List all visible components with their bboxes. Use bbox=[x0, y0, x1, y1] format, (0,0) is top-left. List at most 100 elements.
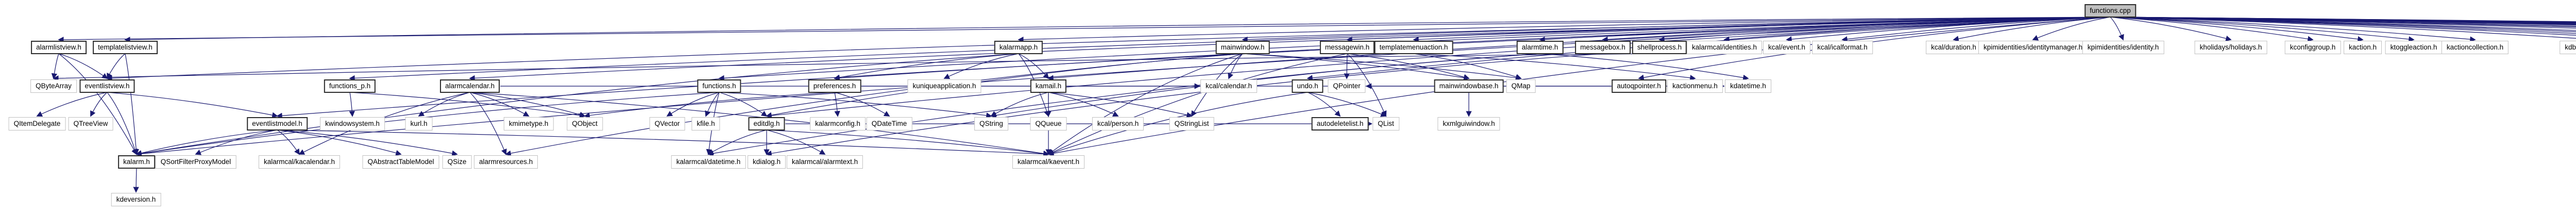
node-preferences-h[interactable]: preferences.h bbox=[808, 79, 861, 93]
include-edge bbox=[666, 92, 720, 117]
node-mainwindow-h[interactable]: mainwindow.h bbox=[1215, 41, 1270, 54]
include-edge bbox=[277, 129, 1049, 157]
node-undo-h[interactable]: undo.h bbox=[1292, 79, 1324, 93]
node-kconfiggroup-h: kconfiggroup.h bbox=[2284, 41, 2341, 54]
node-kcal-person-h: kcal/person.h bbox=[1092, 117, 1144, 131]
include-edge bbox=[1047, 53, 1243, 155]
node-autodeletelist-h[interactable]: autodeletelist.h bbox=[1311, 117, 1369, 131]
node-kactioncollection-h: kactioncollection.h bbox=[2441, 41, 2509, 54]
node-kalarm-h[interactable]: kalarm.h bbox=[118, 155, 155, 169]
node-kalarmcal-kacalendar-h: kalarmcal/kacalendar.h bbox=[258, 155, 341, 169]
include-edge bbox=[1347, 53, 1387, 117]
node-qlist: QList bbox=[1372, 117, 1399, 131]
include-edge bbox=[135, 17, 2111, 157]
include-edge bbox=[107, 53, 126, 79]
include-edge bbox=[719, 92, 768, 117]
include-edge bbox=[1018, 53, 1049, 79]
include-edge bbox=[277, 129, 402, 156]
include-edge bbox=[834, 92, 840, 117]
node-qqueue: QQueue bbox=[1030, 117, 1067, 131]
node-kalarmcal-identities-h: kalarmcal/identities.h bbox=[1686, 41, 1762, 54]
include-edge bbox=[2110, 17, 2364, 42]
include-edge bbox=[58, 53, 108, 79]
include-edge bbox=[1347, 53, 1470, 80]
include-edge bbox=[834, 53, 1019, 80]
node-qbytearray: QByteArray bbox=[30, 79, 77, 93]
node-eventlistview-h[interactable]: eventlistview.h bbox=[79, 79, 135, 93]
include-edge bbox=[349, 92, 355, 117]
node-kuniqueapplication-h: kuniqueapplication.h bbox=[907, 79, 981, 93]
node-templatelistview-h[interactable]: templatelistview.h bbox=[93, 41, 158, 54]
root-node-functions-cpp: functions.cpp bbox=[2084, 4, 2136, 18]
include-edge bbox=[276, 17, 2111, 119]
include-edge bbox=[766, 17, 2111, 119]
node-kactionmenu-h: kactionmenu.h bbox=[1667, 79, 1723, 93]
node-functions-h[interactable]: functions.h bbox=[697, 79, 741, 93]
node-functions-p-h[interactable]: functions_p.h bbox=[324, 79, 376, 93]
include-edge bbox=[277, 129, 458, 156]
node-qmap: QMap bbox=[1506, 79, 1536, 93]
include-edge bbox=[125, 53, 139, 155]
node-kcal-icalformat-h: kcal/icalformat.h bbox=[1812, 41, 1873, 54]
include-edge bbox=[584, 92, 835, 119]
node-qstring: QString bbox=[974, 117, 1008, 131]
include-edge bbox=[124, 17, 2111, 43]
node-autoqpointer-h[interactable]: autoqpointer.h bbox=[1612, 79, 1666, 93]
node-kfile-h: kfile.h bbox=[691, 117, 720, 131]
node-kcal-duration-h: kcal/duration.h bbox=[1926, 41, 1981, 54]
include-edge bbox=[349, 92, 586, 119]
include-edge bbox=[1307, 92, 1387, 117]
node-kpimidentities-identity-h: kpimidentities/identity.h bbox=[2082, 41, 2164, 54]
node-shellprocess-h[interactable]: shellprocess.h bbox=[1632, 41, 1687, 54]
node-qtreeview: QTreeView bbox=[68, 117, 113, 131]
node-templatemenuaction-h[interactable]: templatemenuaction.h bbox=[1374, 41, 1453, 54]
node-alarmtime-h[interactable]: alarmtime.h bbox=[1516, 41, 1564, 54]
node-qobject: QObject bbox=[567, 117, 603, 131]
node-kdatetime-h: kdatetime.h bbox=[1725, 79, 1771, 93]
node-kalarmapp-h[interactable]: kalarmapp.h bbox=[994, 41, 1043, 54]
include-edge bbox=[1413, 53, 1522, 80]
include-edge bbox=[990, 92, 1049, 117]
node-qdatetime: QDateTime bbox=[866, 117, 912, 131]
include-edge bbox=[707, 53, 1540, 157]
include-edge bbox=[1242, 53, 1522, 81]
node-mainwindowbase-h[interactable]: mainwindowbase.h bbox=[1434, 79, 1504, 93]
node-alarmresources-h: alarmresources.h bbox=[473, 155, 538, 169]
node-messagewin-h[interactable]: messagewin.h bbox=[1319, 41, 1375, 54]
include-edge bbox=[2110, 17, 2415, 42]
include-edge bbox=[707, 129, 767, 155]
include-edge bbox=[2110, 17, 2576, 22]
node-kalarmcal-datetime-h: kalarmcal/datetime.h bbox=[671, 155, 746, 169]
node-qsortfilterproxymodel: QSortFilterProxyModel bbox=[155, 155, 236, 169]
include-edge bbox=[2110, 17, 2232, 42]
node-kalarmcal-alarmtext-h: kalarmcal/alarmtext.h bbox=[786, 155, 863, 169]
include-edge bbox=[469, 92, 530, 117]
include-edge bbox=[53, 53, 1660, 81]
node-alarmcalendar-h[interactable]: alarmcalendar.h bbox=[439, 79, 500, 93]
include-edge bbox=[1307, 92, 1341, 117]
node-qpointer: QPointer bbox=[1328, 79, 1366, 93]
node-kcal-event-h: kcal/event.h bbox=[1762, 41, 1811, 54]
include-edge bbox=[766, 129, 826, 155]
include-edge bbox=[2110, 17, 2314, 42]
node-kpimidentities-identitymanager-h: kpimidentities/identitymanager.h bbox=[1978, 41, 2088, 54]
include-edge bbox=[2110, 17, 2476, 42]
node-editdlg-h[interactable]: editdlg.h bbox=[748, 117, 785, 131]
node-eventlistmodel-h[interactable]: eventlistmodel.h bbox=[247, 117, 308, 131]
include-edge bbox=[2032, 17, 2111, 41]
include-edge bbox=[135, 53, 1019, 157]
include-edge bbox=[469, 92, 507, 155]
include-edge bbox=[1539, 53, 1749, 81]
node-kaction-h: kaction.h bbox=[2343, 41, 2382, 54]
node-qstringlist: QStringList bbox=[1169, 117, 1214, 131]
node-qvector: QVector bbox=[649, 117, 685, 131]
node-kalarmcal-kaevent-h: kalarmcal/kaevent.h bbox=[1012, 155, 1085, 169]
node-kamail-h[interactable]: kamail.h bbox=[1030, 79, 1067, 93]
include-edge bbox=[133, 168, 139, 193]
include-edge bbox=[195, 129, 278, 155]
node-qabstracttablemodel: QAbstractTableModel bbox=[362, 155, 439, 169]
node-alarmlistview-h[interactable]: alarmlistview.h bbox=[31, 41, 87, 54]
node-messagebox-h[interactable]: messagebox.h bbox=[1575, 41, 1631, 54]
